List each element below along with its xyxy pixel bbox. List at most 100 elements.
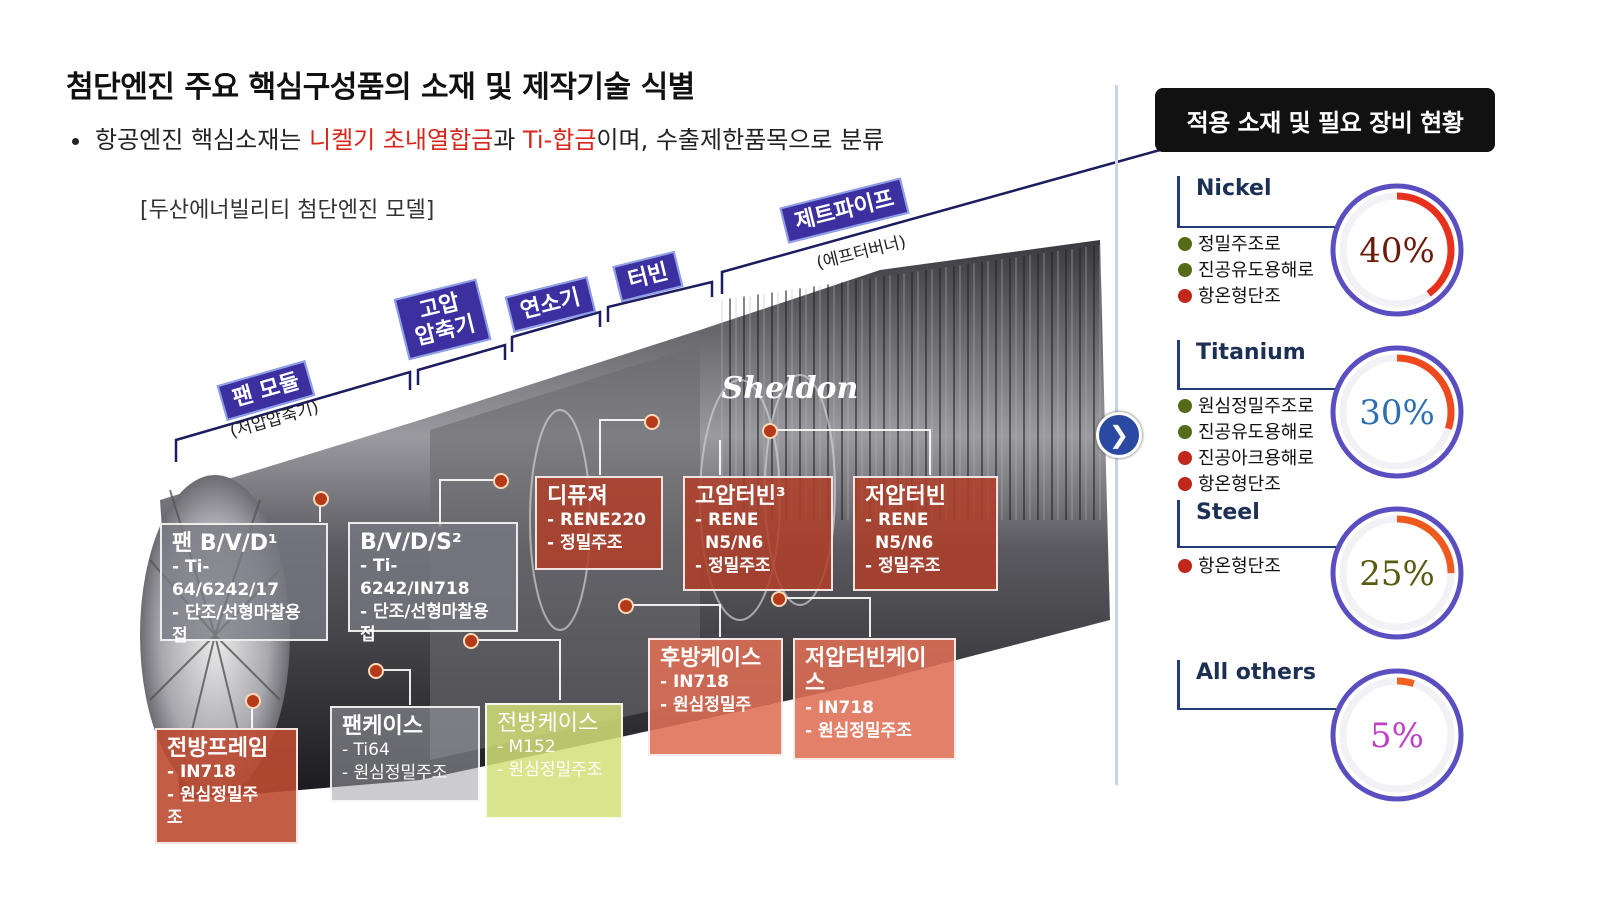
component-line: - 원심정밀주조 [805,720,912,741]
process-label: 항온형단조 [1198,474,1281,495]
bullet-text-prefix: 항공엔진 핵심소재는 [95,126,309,154]
material-others-name: All others [1177,660,1316,710]
component-line: 접 [172,626,188,647]
gauge-ring [1330,345,1464,479]
bullet-text-mid: 과 [493,126,523,154]
material-underline [1177,388,1357,390]
process-dot-icon [1178,399,1192,413]
gauge-ring [1330,183,1464,317]
component-line: - RENE [695,510,759,531]
bullet-icon [72,137,79,145]
component-line: - IN718 [167,762,237,783]
process-dot-icon [1178,289,1192,303]
process-label: 진공유도용해로 [1198,260,1314,281]
component-line: - IN718 [660,672,730,693]
component-line: - M152 [497,737,556,758]
component-title: 전방프레임 [167,736,269,761]
process-label: 정밀주조로 [1198,234,1281,255]
callout-dot [368,663,384,679]
process-item: 진공유도용해로 [1178,256,1314,282]
process-dot-icon [1178,477,1192,491]
component-title: 저압터빈케이스 [805,646,927,697]
component-rear-case: 후방케이스 - IN718 - 원심정밀주 [648,638,783,756]
highlight-nickel: 니켈기 초내열합금 [308,126,494,154]
callout-dot [762,423,778,439]
callout-dot [771,591,787,607]
component-line: - Ti-6242/IN718 [360,556,470,600]
component-diffuser: 디퓨져 - RENE220 - 정밀주조 [535,476,663,570]
gauge-fill-arc [1339,515,1455,631]
component-line: - 단조/선형마찰용 [172,603,301,624]
component-line: - Ti64 [342,740,390,761]
process-item: 항온형단조 [1178,282,1281,308]
component-title: 저압터빈 [865,484,946,509]
component-line: 접 [360,625,376,646]
callout-dot [463,633,479,649]
component-title: B/V/D/S² [360,530,462,555]
process-item: 원심정밀주조로 [1178,392,1314,418]
material-nickel-name: Nickel [1177,176,1272,226]
gauge-percent-label: 25% [1359,554,1435,594]
callout-dot [493,473,509,489]
component-title: 디퓨져 [547,484,608,509]
process-item: 진공아크용해로 [1178,444,1314,470]
component-line: - 원심정밀주조 [342,763,448,784]
component-line: - 원심정밀주조 [497,760,603,781]
process-dot-icon [1178,237,1192,251]
gauge-percent-label: 5% [1370,716,1424,756]
process-label: 진공유도용해로 [1198,422,1314,443]
component-title: 후방케이스 [660,646,762,671]
component-lp-turbine-case: 저압터빈케이스 - IN718 - 원심정밀주조 [793,638,956,760]
component-line: - 정밀주조 [695,556,771,577]
process-label: 진공아크용해로 [1198,448,1314,469]
steel-percent-gauge: 25% [1330,506,1464,640]
summary-bullet: 항공엔진 핵심소재는 니켈기 초내열합금과 Ti-합금이며, 수출제한품목으로 … [72,120,884,155]
section-hp-compressor-label: 고압 압축기 [412,289,478,351]
gauge-fill-arc [1339,677,1455,793]
component-title: 고압터빈³ [695,484,786,509]
titanium-percent-gauge: 30% [1330,345,1464,479]
component-line: - RENE220 [547,510,647,531]
callout-dot [618,598,634,614]
component-fan-bvd: 팬 B/V/D¹ - Ti-64/6242/17 - 단조/선형마찰용 접 [160,523,328,646]
component-line: - Ti-64/6242/17 [172,557,280,601]
material-steel-name: Steel [1177,500,1260,546]
callout-dot [245,693,261,709]
section-turbine-label: 터빈 [625,259,671,294]
component-line: - 단조/선형마찰용 [360,602,489,623]
component-title: 전방케이스 [497,711,599,736]
process-dot-icon [1178,451,1192,465]
component-title: 팬 B/V/D¹ [172,531,278,556]
bullet-text-suffix: 이며, 수출제한품목으로 분류 [596,126,885,154]
process-label: 항온형단조 [1198,556,1281,577]
highlight-titanium: Ti-합금 [522,126,597,154]
material-underline [1177,708,1357,710]
component-front-frame: 전방프레임 - IN718 - 원심정밀주 조 [155,728,298,844]
material-titanium-name: Titanium [1177,340,1306,390]
nickel-percent-gauge: 40% [1330,183,1464,317]
watermark-text: Sheldon [722,371,859,406]
component-line: - IN718 [805,697,875,718]
component-title: 팬케이스 [342,714,423,739]
section-combustor-label: 연소기 [517,285,583,324]
callout-dot [313,491,329,507]
material-underline [1177,226,1357,228]
material-underline [1177,546,1357,548]
others-percent-gauge: 5% [1330,668,1464,802]
process-label: 원심정밀주조로 [1198,396,1314,417]
page-title: 첨단엔진 주요 핵심구성품의 소재 및 제작기술 식별 [66,70,695,105]
component-lp-turbine: 저압터빈 - RENE N5/N6 - 정밀주조 [853,476,998,591]
component-line: - 정밀주조 [865,556,941,577]
component-line: - 원심정밀주 [660,695,752,716]
component-hp-turbine: 고압터빈³ - RENE N5/N6 - 정밀주조 [683,476,833,591]
process-item: 정밀주조로 [1178,230,1281,256]
component-bvds: B/V/D/S² - Ti-6242/IN718 - 단조/선형마찰용 접 [348,522,518,645]
model-caption: [두산에너빌리티 첨단엔진 모델] [140,198,435,223]
process-item: 항온형단조 [1178,470,1281,496]
component-line: N5/N6 [875,533,934,554]
component-front-case: 전방케이스 - M152 - 원심정밀주조 [485,703,623,819]
component-fan-case: 팬케이스 - Ti64 - 원심정밀주조 [330,706,480,802]
component-line: N5/N6 [705,533,764,554]
chevron-right-icon[interactable]: ❯ [1096,412,1142,458]
gauge-ring [1330,506,1464,640]
